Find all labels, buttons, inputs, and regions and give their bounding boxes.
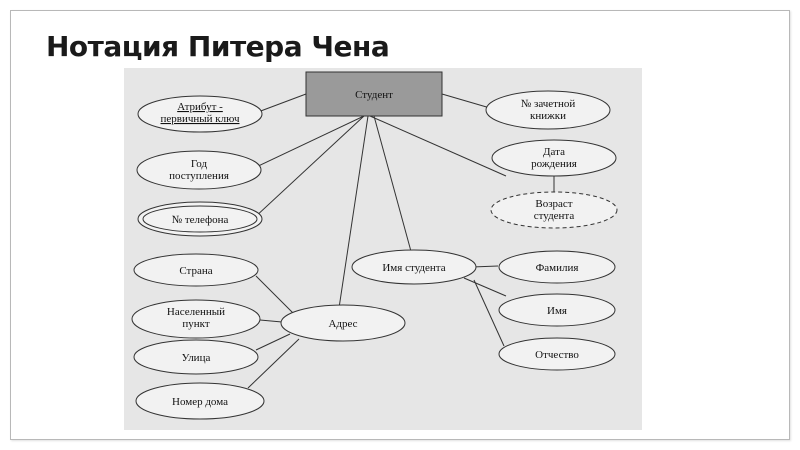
entity-label: Студент [355, 89, 393, 101]
attr-year: Год поступления [136, 150, 262, 190]
attr-ellipse [133, 339, 259, 375]
attr-country: Страна [133, 253, 259, 287]
line-address-locality [259, 319, 283, 323]
line-entity-phone [253, 115, 365, 219]
attr-ellipse [280, 304, 406, 342]
attr-label-line: первичный ключ [161, 113, 240, 125]
attr-locality: Населенный пункт [131, 299, 261, 339]
attr-ellipse [491, 139, 617, 177]
attr-ellipse [485, 90, 611, 130]
line-entity-birth-date [369, 115, 507, 177]
line-name-patronymic [473, 279, 505, 347]
entity-box [305, 71, 443, 117]
line-address-street [255, 333, 291, 351]
attr-label-line: Атрибут - [177, 101, 223, 113]
line-entity-primary-key [257, 93, 307, 113]
attr-label-line: Имя студента [382, 262, 445, 274]
attr-label-line: Имя [547, 305, 567, 317]
attr-label-line: Фамилия [536, 262, 579, 274]
attr-primary-key: Атрибут - первичный ключ [137, 95, 263, 133]
line-address-house [247, 338, 300, 389]
entity-student: Студент [305, 71, 443, 117]
attr-label-line: № телефона [172, 214, 229, 226]
line-name-first-name [463, 277, 507, 297]
line-address-country [255, 275, 295, 315]
attr-label-line: Улица [182, 352, 211, 364]
attr-record-book: № зачетной книжки [485, 90, 611, 130]
attr-phone: № телефона [137, 201, 263, 237]
attr-label-line: Населенный [167, 306, 225, 318]
er-diagram-canvas: Студент Атрибут - первичный ключ № зачет… [131, 71, 618, 420]
attr-label-line: Страна [179, 265, 212, 277]
er-diagram: Студент Атрибут - первичный ключ № зачет… [124, 68, 642, 430]
slide-frame [10, 10, 790, 440]
attr-patronymic: Отчество [498, 337, 616, 371]
attr-label-line: Номер дома [172, 396, 228, 408]
attr-ellipse [351, 249, 477, 285]
attr-first-name: Имя [498, 293, 616, 327]
attr-label-line: поступления [169, 170, 229, 182]
attr-ellipse-inner [142, 205, 258, 233]
attr-age: Возраст студента [490, 191, 618, 229]
attr-label-line: студента [534, 210, 575, 222]
attr-label-line: Возраст [535, 198, 572, 210]
attr-label-line: пункт [182, 318, 209, 330]
attr-label-line: Отчество [535, 349, 579, 361]
attr-ellipse [498, 250, 616, 284]
attr-ellipse [136, 150, 262, 190]
slide-title: Нотация Питера Чена [46, 30, 390, 63]
attr-label-line: № зачетной [521, 98, 576, 110]
attr-ellipse-outer [137, 201, 263, 237]
attr-label-line: книжки [530, 110, 566, 122]
attr-ellipse-dashed [490, 191, 618, 229]
attr-label-line: Год [191, 158, 208, 170]
attr-label-line: Адрес [328, 318, 357, 330]
attr-student-name: Имя студента [351, 249, 477, 285]
attr-ellipse [135, 382, 265, 420]
attr-birth-date: Дата рождения [491, 139, 617, 177]
attr-street: Улица [133, 339, 259, 375]
attr-house: Номер дома [135, 382, 265, 420]
attr-surname: Фамилия [498, 250, 616, 284]
line-entity-address [338, 115, 369, 309]
attr-label-line: рождения [531, 158, 577, 170]
attr-ellipse [498, 293, 616, 327]
attr-ellipse [131, 299, 261, 339]
attr-address: Адрес [280, 304, 406, 342]
line-entity-year [253, 115, 365, 169]
line-entity-record-book [441, 93, 491, 109]
line-entity-student-name [373, 115, 413, 256]
attr-ellipse [498, 337, 616, 371]
attr-ellipse [133, 253, 259, 287]
attr-label-line: Дата [543, 146, 565, 158]
connector-lines [247, 93, 555, 389]
attr-ellipse [137, 95, 263, 133]
